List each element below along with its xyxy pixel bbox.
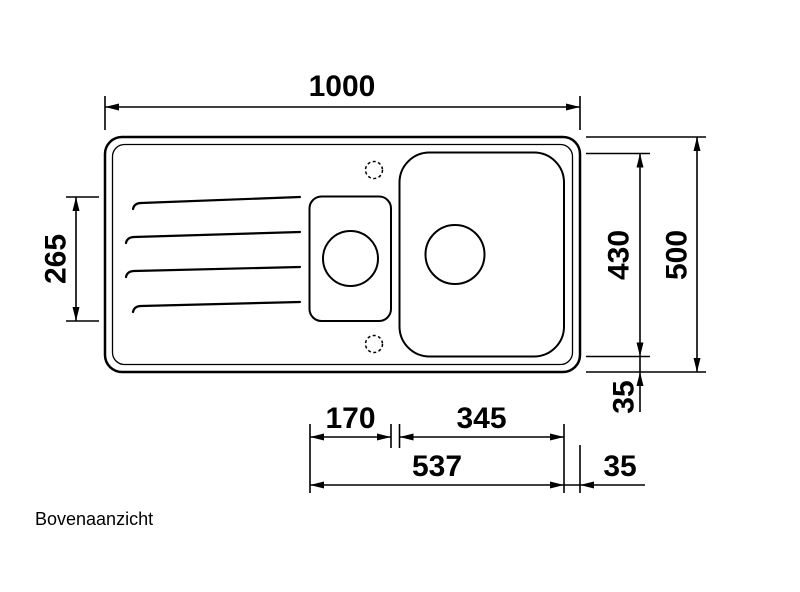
arrow-up-icon [636,372,644,386]
dim-label-overall-height: 500 [661,230,694,280]
drainer-groove-1 [131,195,302,211]
arrow-up-icon [72,197,80,211]
sink-inner-rim [111,143,574,366]
arrow-up-icon [636,153,644,168]
arrow-up-icon [693,137,701,151]
tap-hole-top [364,160,384,180]
arrow-right-icon [550,433,564,441]
arrow-right-icon [566,103,580,111]
sink-outer-outline [103,135,582,374]
drainer-groove-2 [124,230,302,245]
arrow-down-icon [636,342,644,357]
arrow-right-icon [550,481,564,489]
dimension-labels: 1000 265 430 500 35 170 345 537 35 [40,70,694,483]
dim-label-bowl-area-height: 430 [603,230,636,280]
dim-label-drainer-height: 265 [40,234,73,284]
dim-label-bowls-total-width: 537 [412,450,462,483]
dimension-lines [66,96,706,493]
arrow-left-icon [310,433,324,441]
large-bowl-outline [398,151,565,358]
drainer-groove-3 [124,265,302,279]
dim-label-bottom-edge-gap: 35 [608,380,641,413]
arrow-left-icon [310,481,324,489]
drainer-groove-4 [131,300,302,314]
small-bowl-outline [308,195,392,322]
arrow-left-icon [105,103,119,111]
arrow-right-icon [377,433,391,441]
dim-label-overall-width: 1000 [309,70,376,103]
dim-label-right-edge-gap: 35 [603,450,636,483]
dim-label-large-bowl-width: 345 [456,402,506,435]
small-bowl-drain [322,230,379,287]
view-caption: Bovenaanzicht [35,509,153,529]
arrow-down-icon [693,358,701,372]
large-bowl-drain [424,224,486,285]
arrow-left-icon [399,433,414,441]
arrow-down-icon [72,307,80,321]
drainer-grooves [124,195,302,314]
dim-label-small-bowl-width: 170 [325,402,375,435]
arrow-left-icon [580,481,594,489]
sink-body [103,135,582,374]
tap-hole-bottom [364,334,384,354]
